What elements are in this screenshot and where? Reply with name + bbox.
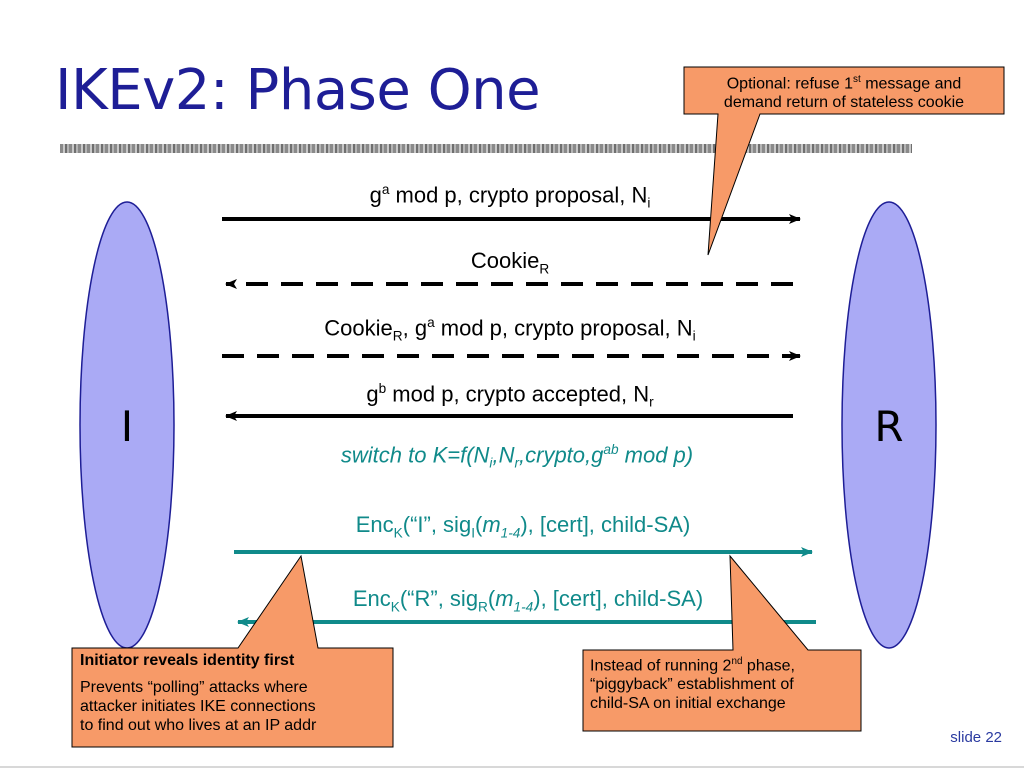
callout-childsa-text: Instead of running 2nd phase, “piggyback… — [590, 656, 795, 713]
page-title: IKEv2: Phase One — [55, 58, 541, 123]
callout-cookie — [683, 66, 1005, 256]
message-label-3: CookieR, ga mod p, crypto proposal, Ni — [324, 315, 696, 344]
message-label-1: ga mod p, crypto proposal, Ni — [369, 182, 651, 211]
responder-ellipse — [841, 201, 937, 649]
slide-number: slide 22 — [950, 729, 1002, 746]
message-label-2: CookieR — [470, 248, 550, 277]
footer-divider — [0, 766, 1024, 768]
callout-identity — [71, 554, 394, 748]
key-switch-label: switch to K=f(Ni,Nr,crypto,gab mod p) — [340, 442, 694, 471]
initiator-label: I — [120, 402, 134, 451]
responder-label: R — [874, 402, 904, 451]
title-divider — [60, 144, 912, 153]
callout-identity-heading: Initiator reveals identity first — [80, 652, 295, 669]
callout-cookie-text: Optional: refuse 1st message and demand … — [723, 74, 965, 112]
message-label-6: EncK(“R”, sigR(m1-4), [cert], child-SA) — [352, 586, 704, 615]
message-label-4: gb mod p, crypto accepted, Nr — [366, 381, 654, 410]
callout-childsa — [582, 554, 862, 732]
message-label-5: EncK(“I”, sigI(m1-4), [cert], child-SA) — [355, 512, 691, 541]
callout-identity-text: Initiator reveals identity first Prevent… — [80, 651, 392, 735]
